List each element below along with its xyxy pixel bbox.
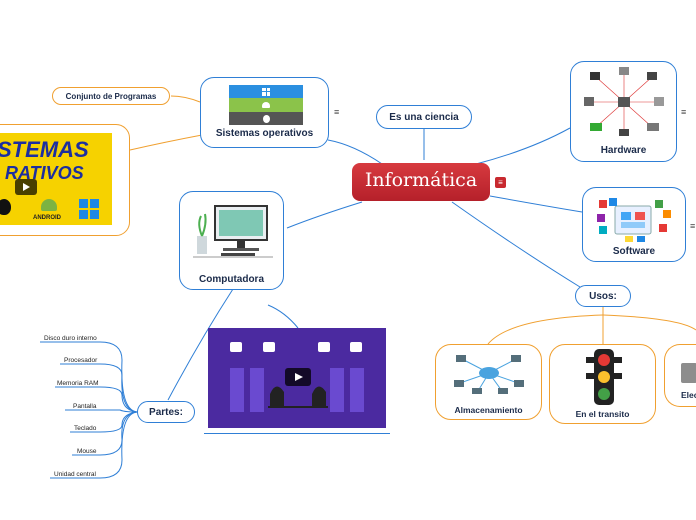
software-label: Software [612, 246, 656, 257]
usos-almacenamiento-node[interactable]: Almacenamiento [435, 344, 542, 420]
partes-node[interactable]: Partes: [137, 401, 195, 423]
hardware-devices-illustration [584, 67, 664, 136]
sistemas-notes-icon[interactable]: ≡ [334, 107, 339, 117]
software-apps-illustration [597, 198, 671, 242]
usos-transito-node[interactable]: En el transito [549, 344, 656, 424]
usos-elec-node[interactable]: Elec [664, 344, 696, 407]
central-node[interactable]: Informática [352, 163, 490, 201]
thumbnail-bg: STEMAS RATIVOS ANDROID [0, 133, 112, 225]
elec-label: Elec [681, 390, 696, 400]
video-underline [204, 433, 390, 434]
es-una-ciencia-node[interactable]: Es una ciencia [376, 105, 472, 129]
usos-label: Usos: [589, 290, 617, 302]
hardware-notes-icon[interactable]: ≡ [681, 107, 686, 117]
sistemas-operativos-label: Sistemas operativos [215, 128, 314, 139]
windows-android-apple-logos [229, 85, 303, 125]
video-play-button[interactable] [285, 368, 311, 386]
traffic-light-icon [586, 349, 622, 405]
leaf-memoria-ram[interactable]: Memoria RAM [57, 380, 99, 387]
android-icon [41, 199, 57, 211]
play-button[interactable] [15, 179, 37, 195]
appliance-icon [681, 363, 696, 383]
leaf-procesador[interactable]: Procesador [64, 357, 98, 364]
leaf-unidad-central[interactable]: Unidad central [54, 471, 96, 478]
computadora-label: Computadora [199, 274, 264, 285]
almacenamiento-label: Almacenamiento [454, 405, 523, 415]
usos-node[interactable]: Usos: [575, 285, 631, 307]
sistemas-operativos-node[interactable]: Sistemas operativos [200, 77, 329, 148]
notes-icon[interactable]: ≡ [495, 177, 506, 188]
computadora-node[interactable]: Computadora [179, 191, 284, 290]
computer-parts-video[interactable] [208, 328, 386, 428]
leaf-pantalla[interactable]: Pantalla [73, 403, 97, 410]
hardware-node[interactable]: Hardware [570, 61, 677, 162]
thumbnail-text-line2: RATIVOS [5, 163, 84, 183]
thumbnail-text-line1: STEMAS [0, 137, 89, 162]
network-illustration [230, 342, 364, 412]
partes-label: Partes: [149, 406, 183, 418]
conjunto-programas-node[interactable]: Conjunto de Programas [52, 87, 170, 105]
leaf-mouse[interactable]: Mouse [77, 448, 97, 455]
central-title: Informática [364, 169, 478, 191]
conjunto-label: Conjunto de Programas [65, 91, 157, 101]
apple-icon [0, 199, 11, 215]
android-text: ANDROID [33, 215, 61, 221]
software-node[interactable]: Software [582, 187, 686, 262]
network-storage-icon [454, 355, 524, 394]
leaf-disco-duro[interactable]: Disco duro interno [44, 335, 97, 342]
hardware-label: Hardware [600, 145, 647, 156]
desktop-computer-illustration [193, 205, 273, 258]
sistemas-video-thumbnail[interactable]: STEMAS RATIVOS ANDROID [0, 124, 130, 236]
software-notes-icon[interactable]: ≡ [690, 221, 695, 231]
windows-icon [79, 199, 99, 219]
transito-label: En el transito [575, 409, 630, 419]
es-una-ciencia-label: Es una ciencia [389, 111, 459, 123]
leaf-teclado[interactable]: Teclado [74, 425, 97, 432]
